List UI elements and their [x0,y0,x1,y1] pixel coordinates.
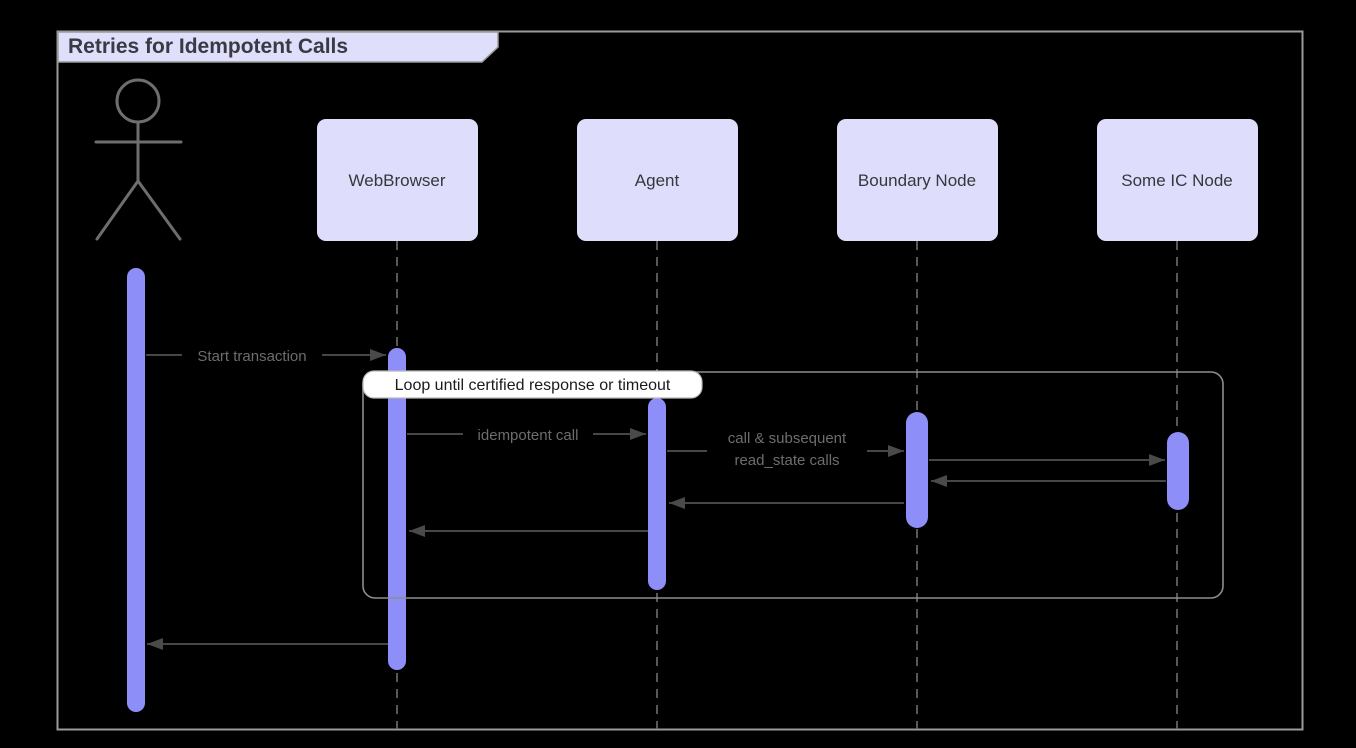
participant-agent[interactable]: Agent [577,119,738,241]
message-call-and-read-state[interactable]: call & subsequent read_state calls [667,427,904,469]
arrowhead-icon [888,445,904,457]
message-label-call-and-read-state-line1: call & subsequent [728,430,847,447]
message-label-start-transaction: Start transaction [197,348,306,365]
loop-fragment-frame [362,371,1224,599]
participant-boundary-node[interactable]: Boundary Node [837,119,998,241]
arrowhead-icon [370,349,386,361]
diagram-title: Retries for Idempotent Calls [68,35,348,58]
diagram-title-tag [57,31,499,63]
activation-bar-some-ic-node [1167,432,1189,510]
participant-label-some-ic-node: Some IC Node [1121,171,1233,190]
arrowhead-icon [409,525,425,537]
participant-label-webbrowser: WebBrowser [349,171,446,190]
loop-fragment-label: Loop until certified response or timeout [395,377,671,394]
loop-tag-box [362,370,703,399]
message-boundary-to-ic-node[interactable] [929,454,1165,466]
activation-bar-boundary-node [906,412,928,528]
loop-fragment-tag: Loop until certified response or timeout [362,370,703,399]
participant-label-boundary-node: Boundary Node [858,171,976,190]
message-agent-to-webbrowser[interactable] [409,525,648,537]
activation-bar-actor [127,268,145,712]
message-ic-node-to-boundary[interactable] [931,475,1166,487]
participant-box-webbrowser[interactable] [317,119,478,241]
message-label-backing [182,345,322,365]
message-label-backing [707,427,867,467]
actor-stick-figure-icon [94,78,183,241]
participant-box-boundary-node[interactable] [837,119,998,241]
arrowhead-icon [669,497,685,509]
message-webbrowser-to-actor[interactable] [147,638,388,650]
activation-bar-agent [648,398,666,590]
participant-box-agent[interactable] [577,119,738,241]
message-label-backing [463,424,593,444]
message-idempotent-call[interactable]: idempotent call [407,424,646,444]
message-label-call-and-read-state-line2: read_state calls [734,452,839,469]
message-boundary-to-agent[interactable] [669,497,904,509]
diagram-frame [56,30,1304,731]
message-label-idempotent-call: idempotent call [478,427,579,444]
participant-some-ic-node[interactable]: Some IC Node [1097,119,1258,241]
arrowhead-icon [1149,454,1165,466]
participant-webbrowser[interactable]: WebBrowser [317,119,478,241]
arrowhead-icon [931,475,947,487]
participant-box-some-ic-node[interactable] [1097,119,1258,241]
arrowhead-icon [630,428,646,440]
message-start-transaction[interactable]: Start transaction [146,345,386,365]
arrowhead-icon [147,638,163,650]
participant-label-agent: Agent [635,171,680,190]
activation-bar-webbrowser [388,348,406,670]
